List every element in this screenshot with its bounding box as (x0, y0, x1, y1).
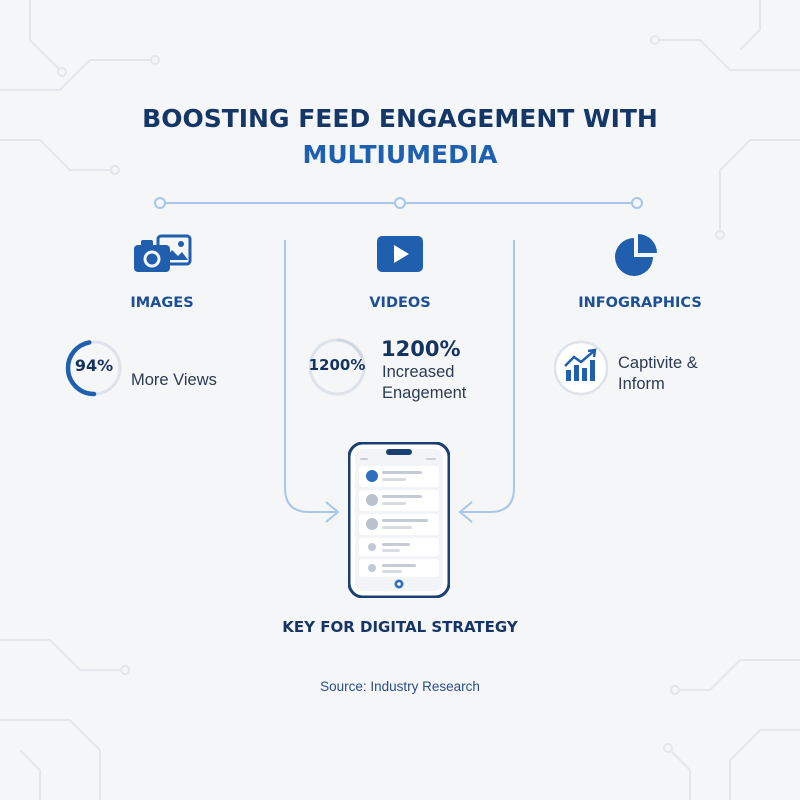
videos-ring-value: 1200% (308, 356, 366, 374)
title-line-2: MULTIUMEDIA (302, 140, 498, 169)
camera-photo-icon (134, 234, 192, 272)
videos-label: VIDEOS (369, 295, 431, 311)
videos-stat-ring (308, 338, 366, 396)
videos-description-2: Enagement (382, 384, 467, 402)
pie-chart-icon (615, 234, 657, 276)
images-label: IMAGES (130, 295, 194, 311)
infographics-description-2: Inform (618, 375, 665, 393)
infographics-description-1: Captivite & (618, 354, 698, 372)
bar-chart-trend-icon (553, 340, 609, 396)
top-node-center (394, 197, 406, 209)
right-flow-arrow (462, 240, 515, 513)
play-video-icon (377, 236, 423, 272)
top-node-left (154, 197, 166, 209)
smartphone-feed-icon (348, 442, 450, 598)
left-arrow-head (325, 501, 340, 523)
left-flow-arrow (284, 240, 336, 513)
infographics-label: INFOGRAPHICS (578, 295, 702, 311)
videos-description-1: Increased (382, 363, 455, 381)
videos-headline: 1200% (381, 337, 461, 361)
images-description: More Views (131, 371, 217, 389)
right-arrow-head (458, 501, 473, 523)
source-caption: Source: Industry Research (320, 679, 480, 694)
images-ring-value: 94% (74, 356, 114, 375)
top-node-right (631, 197, 643, 209)
strategy-caption: KEY FOR DIGITAL STRATEGY (282, 618, 518, 636)
images-stat-ring (65, 339, 123, 397)
title-line-1: BOOSTING FEED ENGAGEMENT WITH (142, 104, 658, 133)
